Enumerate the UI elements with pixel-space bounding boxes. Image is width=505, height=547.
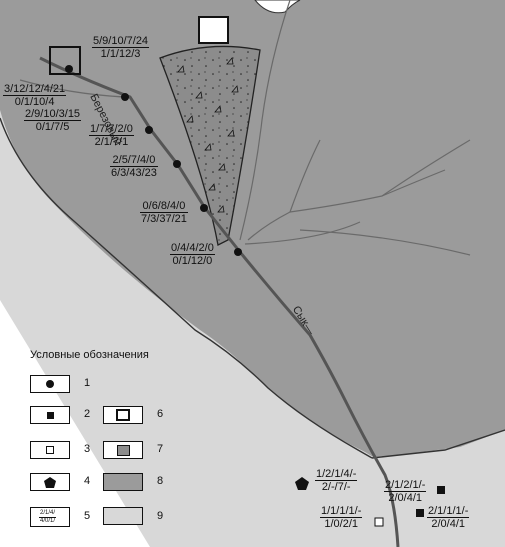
sample-denominator: 0/1/7/5 [35, 121, 70, 133]
sample-denominator: 1/0/2/1 [324, 518, 358, 530]
legend-symbol-deposit [103, 441, 143, 459]
sample-denominator: 1/1/12/3 [100, 48, 141, 60]
sample-label: 2/1/2/1/- 2/0/4/1 [384, 479, 427, 504]
legend-title: Условные обозначения [30, 349, 149, 361]
open-square-icon [46, 446, 54, 454]
sample-numerator: 1/2/1/4/- [315, 468, 358, 481]
pentagon-icon [44, 477, 56, 488]
sample-label: 1/7/7/2/0 2/1/7/1 [89, 123, 134, 148]
sample-numerator: 1/7/7/2/0 [89, 123, 134, 136]
sample-label: 1/1/1/1/- 1/0/2/1 [320, 505, 363, 530]
sample-denominator: 7/3/37/21 [141, 213, 187, 225]
sample-point-pentagon [295, 477, 309, 490]
sample-numerator: 0/4/4/2/0 [170, 242, 215, 255]
sample-point-square [416, 509, 424, 517]
legend-symbol-open-square [30, 441, 70, 459]
square-icon [47, 412, 54, 419]
sample-numerator: 0/6/8/4/0 [140, 200, 188, 213]
legend-number: 4 [84, 475, 91, 487]
legend-number: 8 [157, 475, 164, 487]
open-rect-icon [116, 409, 130, 421]
river-tributary [19, 79, 125, 98]
circle-icon [46, 380, 54, 388]
legend-symbol-square [30, 406, 70, 424]
sample-label: 2/1/1/1/- 2/0/4/1 [427, 505, 470, 530]
sample-points [65, 65, 445, 517]
deposit-triangles [177, 57, 239, 213]
legend-fraction-sample: 2/1/4/ 4/0/1/ [39, 510, 57, 525]
sample-label: 0/4/4/2/0 0/1/12/0 [170, 242, 215, 267]
sample-point-circle [145, 126, 153, 134]
sample-denominator: 6/3/43/23 [111, 167, 157, 179]
sample-label: 2/5/7/4/0 6/3/43/23 [110, 154, 158, 179]
sample-numerator: 2/1/2/1/- [384, 479, 427, 492]
sample-numerator: 2/9/10/3/15 [24, 108, 82, 121]
legend-number: 3 [84, 443, 91, 455]
legend-symbol-circle [30, 375, 70, 393]
legend-symbol-light-zone [103, 507, 143, 525]
legend-number: 7 [157, 443, 164, 455]
area-marker-open [198, 16, 229, 44]
legend-symbol-pentagon [30, 473, 70, 491]
legend-number: 6 [157, 408, 164, 420]
sample-denominator: 2/0/4/1 [388, 492, 422, 504]
sample-numerator: 3/12/12/4/21 [3, 83, 67, 96]
legend-number: 1 [84, 377, 91, 389]
sample-denominator: 2/-/7/- [321, 481, 351, 493]
sample-numerator: 1/1/1/1/- [320, 505, 363, 518]
sample-point-circle [173, 160, 181, 168]
sample-point-circle [65, 65, 73, 73]
legend-symbol-fraction: 2/1/4/ 4/0/1/ [30, 507, 70, 527]
legend-symbol-dark-zone [103, 473, 143, 491]
legend-number: 9 [157, 510, 164, 522]
sample-denominator: 2/0/4/1 [431, 518, 465, 530]
area-marker-open [49, 46, 81, 75]
sample-label: 5/9/10/7/24 1/1/12/3 [92, 35, 150, 60]
sample-label: 3/12/12/4/21 0/1/10/4 [3, 83, 67, 108]
legend-number: 5 [84, 510, 91, 522]
forest-boundary [0, 117, 505, 459]
sample-point-circle [200, 204, 208, 212]
sample-point-square [437, 486, 445, 494]
legend-fraction-denominator: 4/0/1/ [40, 518, 56, 524]
sample-denominator: 2/1/7/1 [94, 136, 129, 148]
sample-label: 0/6/8/4/0 7/3/37/21 [140, 200, 188, 225]
sample-point-open-square [374, 517, 384, 527]
sample-numerator: 2/5/7/4/0 [110, 154, 158, 167]
sample-denominator: 0/1/12/0 [172, 255, 213, 267]
sample-denominator: 0/1/10/4 [14, 96, 55, 108]
sample-label: 2/9/10/3/15 0/1/7/5 [24, 108, 82, 133]
legend-symbol-open-rect [103, 406, 143, 424]
deposit-icon [117, 445, 130, 456]
legend-fraction-numerator: 2/1/4/ [39, 510, 57, 518]
dark-zone [0, 0, 505, 458]
streams [239, 0, 471, 256]
sample-point-circle [234, 248, 242, 256]
sample-point-circle [121, 93, 129, 101]
legend-number: 2 [84, 408, 91, 420]
sample-numerator: 5/9/10/7/24 [92, 35, 150, 48]
sample-numerator: 2/1/1/1/- [427, 505, 470, 518]
sample-label: 1/2/1/4/- 2/-/7/- [315, 468, 358, 493]
